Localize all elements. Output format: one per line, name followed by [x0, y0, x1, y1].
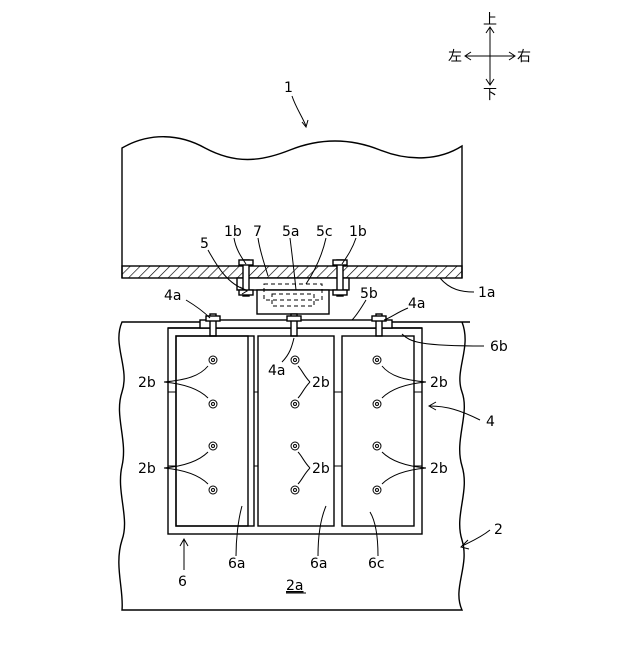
label-5c: 5c	[316, 224, 333, 240]
label-4a-mid: 4a	[268, 363, 286, 379]
hatched-plate-1a	[122, 266, 462, 278]
label-2b-left-lower: 2b	[138, 461, 156, 477]
compass-left-label: 左	[448, 49, 462, 65]
label-2a: 2a	[286, 578, 304, 594]
label-2b-left-upper: 2b	[138, 375, 156, 391]
nut-1b-left-top	[239, 260, 253, 265]
fastener-holes-2b	[209, 356, 381, 494]
panel-6c-right	[342, 336, 414, 526]
label-4a-right: 4a	[408, 296, 426, 312]
label-2: 2	[494, 522, 503, 538]
panel-left-outline	[176, 336, 254, 526]
label-2b-mid-lower: 2b	[312, 461, 330, 477]
frame-4	[168, 314, 422, 534]
label-6a-left: 6a	[228, 556, 246, 572]
label-6a-middle: 6a	[310, 556, 328, 572]
label-1b-right: 1b	[349, 224, 367, 240]
label-6: 6	[178, 574, 187, 590]
compass-right-label: 右	[517, 49, 531, 65]
label-6c: 6c	[368, 556, 385, 572]
label-5a: 5a	[282, 224, 300, 240]
label-7: 7	[253, 224, 262, 240]
nut-4a-mid	[287, 316, 301, 321]
nut-4a-right	[372, 316, 386, 321]
label-4: 4	[486, 414, 495, 430]
compass-down-label: 下	[483, 87, 497, 103]
label-2b-right-upper: 2b	[430, 375, 448, 391]
label-6b: 6b	[490, 339, 508, 355]
label-1a: 1a	[478, 285, 496, 301]
reference-labels: 1 1a 1b 7 5a 5c 1b 5 5b 4a 4a 4a 6b 4 2b…	[138, 80, 508, 594]
label-4a-left: 4a	[164, 288, 182, 304]
label-5: 5	[200, 236, 209, 252]
nut-1b-right-bottom	[333, 290, 347, 295]
panel-6a-left	[176, 336, 248, 526]
label-5b: 5b	[360, 286, 378, 302]
label-1: 1	[284, 80, 293, 96]
nut-1b-right-top	[333, 260, 347, 265]
direction-compass: 上 下 左 右	[448, 12, 531, 103]
label-2b-right-lower: 2b	[430, 461, 448, 477]
label-2b-mid-upper: 2b	[312, 375, 330, 391]
compass-up-label: 上	[483, 12, 497, 28]
label-1b-left: 1b	[224, 224, 242, 240]
